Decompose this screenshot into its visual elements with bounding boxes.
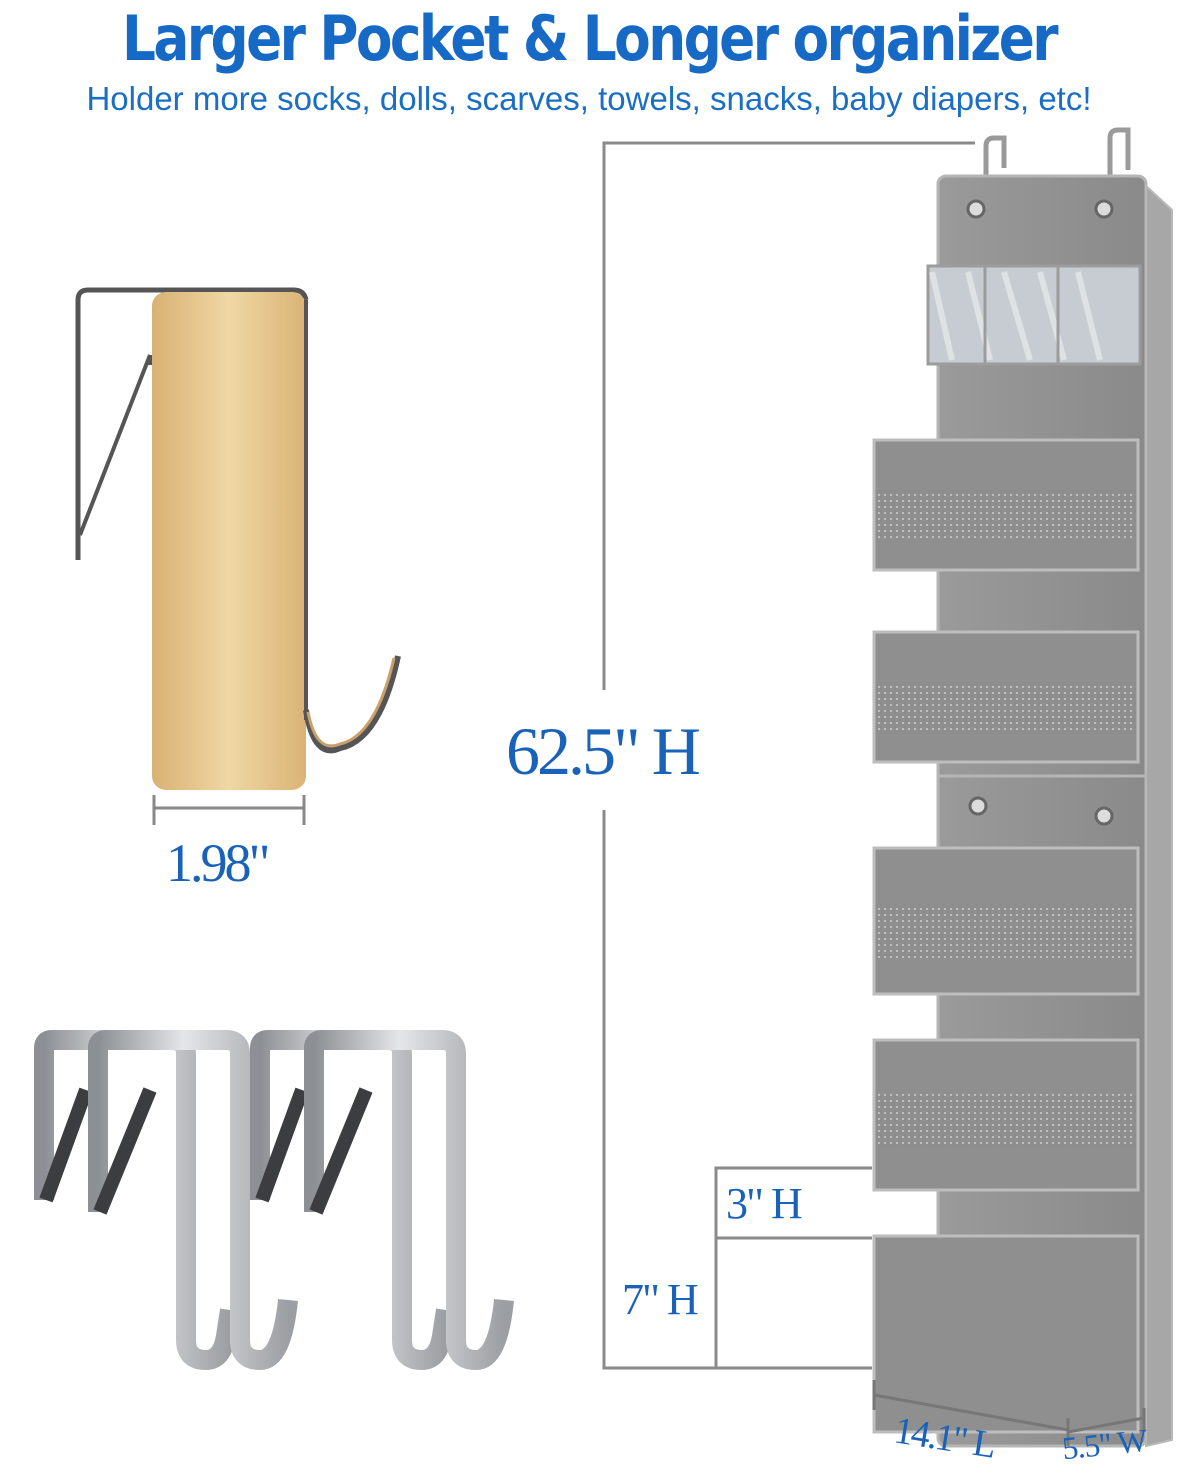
door-hook-illustration [75,287,401,790]
height-bracket [602,141,975,1370]
page-subtitle: Holder more socks, dolls, scarves, towel… [86,80,1092,117]
hook-pair-right [250,1030,514,1370]
total-height-label: 62.5" H [506,713,701,789]
fabric-pocket-3 [872,846,1140,996]
hook-pair-left [34,1030,298,1370]
metal-hooks-group [34,1030,514,1370]
clear-pocket-row [926,264,1142,366]
fabric-pocket-2 [872,630,1140,764]
pocket-front-height-label: 3" H [726,1179,803,1228]
fabric-pocket-1 [872,438,1140,572]
door-thickness-label: 1.98" [166,833,271,893]
page-title: Larger Pocket & Longer organizer [121,2,1059,75]
door-thickness-marker [152,795,306,825]
hanging-organizer [872,127,1173,1448]
fabric-pocket-5 [872,1234,1140,1434]
pocket-height-label: 7" H [622,1275,699,1324]
length-width-markers [872,1380,1146,1446]
fabric-pocket-4 [872,1038,1140,1192]
door-wood-section [152,292,306,790]
